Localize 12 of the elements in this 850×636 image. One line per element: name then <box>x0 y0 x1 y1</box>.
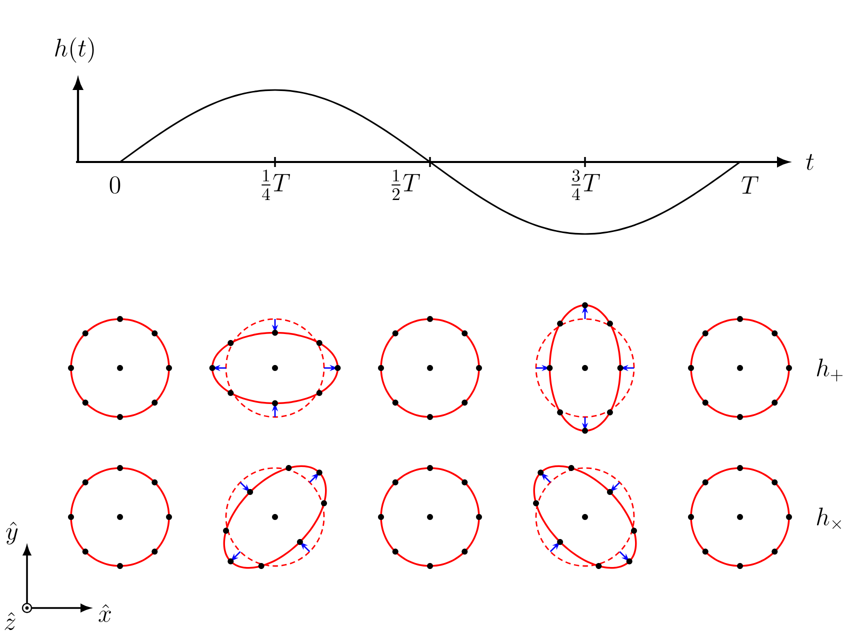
tick-label: $\tfrac{3}{4}T$ <box>572 170 600 200</box>
tick-label: $\tfrac{1}{4}T$ <box>262 170 290 200</box>
tick-label: $T$ <box>742 176 759 194</box>
axis-label: $t$ <box>806 154 814 170</box>
unit-vector-label: $\hat{x}$ <box>98 604 111 622</box>
polarization-label: $h_{\times}$ <box>816 508 841 529</box>
polarization-label: $h_{+}$ <box>816 358 843 382</box>
tick-label: $\tfrac{1}{2}T$ <box>392 170 420 200</box>
axis-label: $h(t)$ <box>55 37 94 63</box>
unit-vector-label: $\hat{y}$ <box>6 522 18 544</box>
unit-vector-label: $\hat{z}$ <box>4 612 16 630</box>
tick-label: $0$ <box>110 176 120 194</box>
